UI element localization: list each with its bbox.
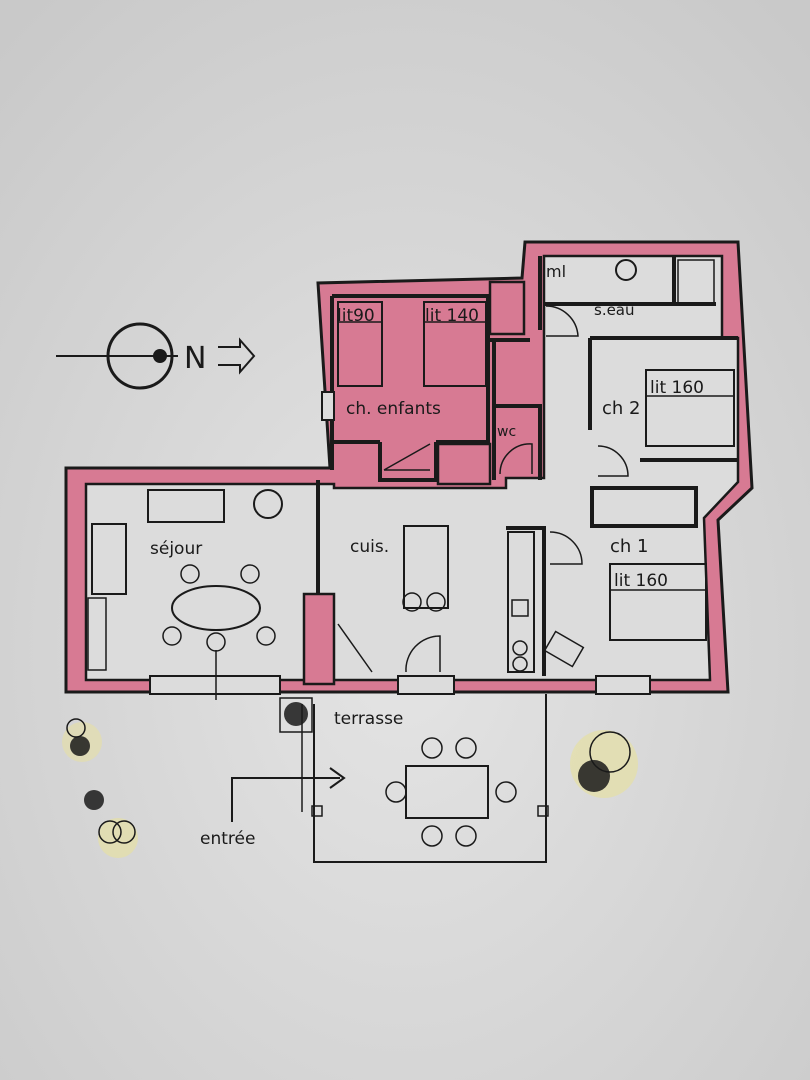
ml-label: ml xyxy=(546,262,566,281)
lit90-label: lit90 xyxy=(337,306,375,326)
ch2-label: ch 2 xyxy=(602,398,640,419)
pink-blocks xyxy=(302,280,526,686)
wc-label: wc xyxy=(497,424,516,440)
room-wc: wc xyxy=(497,424,533,475)
lit160-ch1-label: lit 160 xyxy=(614,571,668,591)
entree-label: entrée xyxy=(200,829,255,849)
sejour-label: séjour xyxy=(150,539,202,559)
lit140-label: lit 140 xyxy=(425,306,479,326)
walls-interior xyxy=(84,254,740,682)
wall-openings xyxy=(149,391,651,695)
interior-walls xyxy=(316,256,738,676)
cuis-label: cuis. xyxy=(350,537,389,557)
north-label: N xyxy=(184,341,206,376)
s-eau-label: s.eau xyxy=(594,301,635,319)
lit160-ch2-label: lit 160 xyxy=(650,378,704,398)
terrasse: terrasse entrée xyxy=(200,694,549,863)
room-ch2: lit 160 ch 2 xyxy=(597,369,735,477)
room-sejour: séjour xyxy=(87,489,283,700)
ch-enfants-label: ch. enfants xyxy=(346,399,441,419)
compass-north-arrow: N xyxy=(56,322,256,390)
room-s-eau: ml s.eau xyxy=(545,259,715,337)
terrasse-label: terrasse xyxy=(334,709,403,729)
room-cuisine: cuis. xyxy=(337,525,535,673)
ch1-label: ch 1 xyxy=(610,536,648,557)
room-ch-enfants: lit90 lit 140 ch. enfants xyxy=(337,301,487,471)
room-ch1: lit 160 ch 1 xyxy=(543,531,707,668)
plants xyxy=(62,697,638,858)
